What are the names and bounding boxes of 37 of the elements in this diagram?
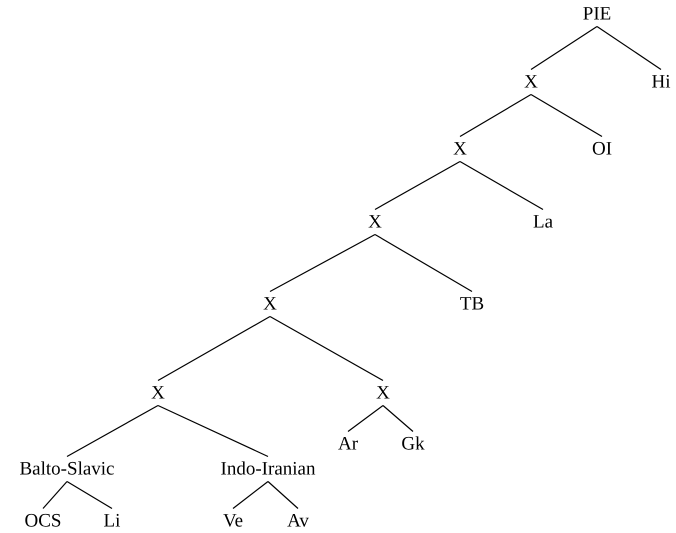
tree-branch-line xyxy=(348,405,384,432)
tree-branch-line xyxy=(66,480,112,510)
tree-node-label: Hi xyxy=(652,72,670,92)
tree-node-label: X xyxy=(524,72,538,92)
tree-node-label: X xyxy=(263,294,277,314)
tree-node-label: X xyxy=(453,138,467,160)
tree-branch-line xyxy=(232,481,268,509)
tree-branch-line xyxy=(268,481,298,509)
tree-branch-line xyxy=(382,405,414,432)
tree-branch-line xyxy=(530,26,598,70)
tree-branch-line xyxy=(460,160,544,210)
tree-node-label: Av xyxy=(287,510,309,532)
tree-node-label: X xyxy=(151,382,165,404)
tree-node-label: Ve xyxy=(222,510,244,532)
tree-branch-line xyxy=(530,94,602,138)
tree-node-label: Indo-Iranian xyxy=(220,458,316,480)
tree-node-label: Gk xyxy=(401,434,425,454)
tree-branch-line xyxy=(374,234,472,292)
tree-node-label: Li xyxy=(104,510,120,532)
tree-branch-line xyxy=(596,26,662,70)
tree-node-label: PIE xyxy=(582,4,612,24)
tree-node-label: OI xyxy=(592,138,612,160)
tree-node-label: X xyxy=(376,382,390,404)
tree-node-label: Balto-Slavic xyxy=(20,458,114,480)
tree-node-label: TB xyxy=(460,294,484,314)
tree-branch-line xyxy=(460,94,532,138)
tree-node-label: Ar xyxy=(338,434,358,454)
tree-branch-line xyxy=(42,481,68,509)
tree-branch-line xyxy=(270,234,376,292)
tree-node-label: La xyxy=(532,212,554,232)
tree-branch-line xyxy=(158,404,268,458)
tree-branch-line xyxy=(270,316,384,382)
tree-branch-line xyxy=(66,404,158,458)
tree-branch-line xyxy=(158,316,270,382)
tree-node-label: OCS xyxy=(24,510,62,532)
tree-node-label: X xyxy=(368,212,382,232)
tree-branch-line xyxy=(374,160,460,210)
